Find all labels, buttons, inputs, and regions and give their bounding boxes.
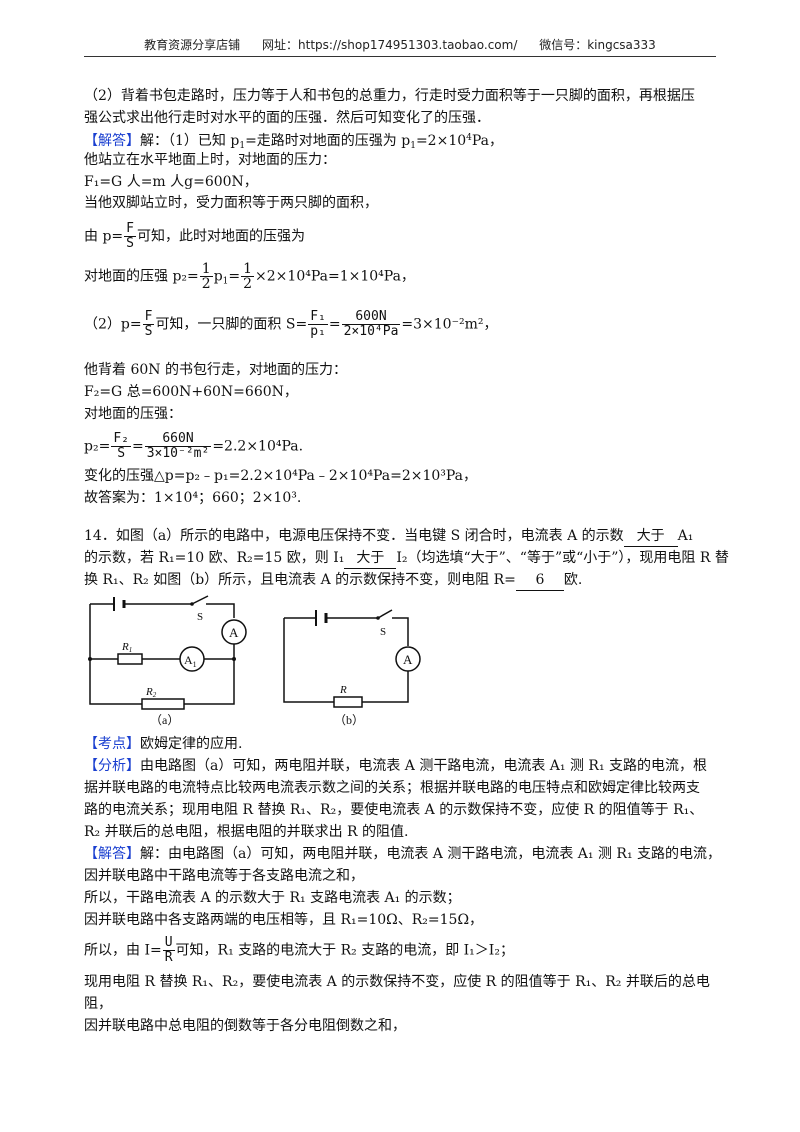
switch-pivot-a xyxy=(190,602,194,606)
q13-answer-line9: F₂=G 总=600N+60N=660N， xyxy=(84,384,298,400)
label-S: S xyxy=(197,611,203,623)
q13-answer-line13: 故答案为：1×10⁴；660；2×10³. xyxy=(84,490,302,506)
resistor-R1 xyxy=(117,653,143,665)
label-fig-a: （a） xyxy=(150,713,179,727)
label-S-b: S xyxy=(380,626,386,638)
resistor-R xyxy=(333,696,363,708)
q13-answer-line4: 当他双脚站立时，受力面积等于两只脚的面积， xyxy=(84,195,378,211)
q13-answer-line1: 【解答】解：（1）已知 p1=走路时对地面的压强为 p1=2×104Pa， xyxy=(84,133,504,151)
q14-jieda-line3: 所以，干路电流表 A 的示数大于 R₁ 支路电流表 A₁ 的示数； xyxy=(84,890,461,906)
q14-jieda-line6: 现用电阻 R 替换 R₁、R₂，要使电流表 A 的示数保持不变，应使 R 的阻值… xyxy=(84,974,710,990)
outer-wire-a xyxy=(89,604,235,705)
q14-jieda-line4: 因并联电路中各支路两端的电压相等，且 R₁=10Ω、R₂=15Ω， xyxy=(84,912,484,928)
q13-answer-line8: 他背着 60N 的书包行走，对地面的压力： xyxy=(84,362,347,378)
circuit-diagram-b: S A R （b） xyxy=(283,609,421,727)
switch-pivot-b xyxy=(376,616,380,620)
switch-blade-a xyxy=(191,595,209,605)
q14-jieda-line7: 阻， xyxy=(84,996,112,1012)
fenxi-tag: 【分析】 xyxy=(84,758,140,774)
label-R1: R1 xyxy=(121,641,132,654)
q14-jieda-line1: 【解答】解：由电路图（a）可知，两电阻并联，电流表 A 测干路电流，电流表 A₁… xyxy=(84,846,722,862)
q13-answer-line2: 他站立在水平地面上时，对地面的压力： xyxy=(84,152,336,168)
jieda-tag: 【解答】 xyxy=(84,846,140,862)
header-url: 网址：https://shop174951303.taobao.com/ xyxy=(262,38,518,52)
label-A1: A1 xyxy=(184,653,197,669)
q13-analysis-line2: 强公式求出他行走时对水平的面的压强．然后可知变化了的压强． xyxy=(84,110,490,126)
q13-answer-line12: 变化的压强△p=p₂﹣p₁=2.2×10⁴Pa﹣2×10⁴Pa=2×10³Pa， xyxy=(84,468,478,484)
q14-stem-line1: 14．如图（a）所示的电路中，电源电压保持不变．当电键 S 闭合时，电流表 A … xyxy=(84,526,693,547)
q13-analysis-line1: （2）背着书包走路时，压力等于人和书包的总重力，行走时受力面积等于一只脚的面积，… xyxy=(84,88,695,104)
top-wire-a xyxy=(90,603,235,618)
answer-blank-3: 6 xyxy=(515,570,564,591)
label-A: A xyxy=(229,625,239,640)
label-A-b: A xyxy=(403,652,413,667)
label-R: R xyxy=(339,684,347,696)
label-R2: R2 xyxy=(145,686,157,699)
q14-fenxi-line2: 据并联电路的电流特点比较两电流表示数之间的关系；根据并联电路的电压特点和欧姆定律… xyxy=(84,780,700,796)
ammeter-A1-circle xyxy=(179,646,205,672)
q14-jieda-line8: 因并联电路中总电阻的倒数等于各分电阻倒数之和， xyxy=(84,1018,406,1034)
outer-wire-b xyxy=(283,618,409,703)
header-shop: 教育资源分享店铺 xyxy=(144,38,241,52)
q14-fenxi-line1: 【分析】由电路图（a）可知，两电阻并联，电流表 A 测干路电流，电流表 A₁ 测… xyxy=(84,758,708,774)
label-fig-b: （b） xyxy=(334,713,364,727)
circuit-diagram-a: S A A1 R1 R2 （a） xyxy=(88,595,247,727)
q14-fenxi-line3: 路的电流关系；现用电阻 R 替换 R₁、R₂，要使电流表 A 的示数保持不变，应… xyxy=(84,802,704,818)
q14-kaodian: 【考点】欧姆定律的应用. xyxy=(84,736,243,752)
junction-right xyxy=(232,657,236,661)
switch-blade-b xyxy=(377,609,393,619)
top-wire-b xyxy=(284,617,409,646)
answer-blank-1: 大于 xyxy=(623,526,678,547)
answer-blank-2: 大于 xyxy=(344,548,397,569)
header-divider xyxy=(84,56,716,57)
page-header: 教育资源分享店铺 网址：https://shop174951303.taobao… xyxy=(0,36,800,53)
junction-left xyxy=(88,657,92,661)
header-wechat: 微信号：kingcsa333 xyxy=(539,38,656,52)
kaodian-tag: 【考点】 xyxy=(84,736,140,752)
answer-tag: 【解答】 xyxy=(84,133,140,149)
q14-jieda-line2: 因并联电路中干路电流等于各支路电流之和， xyxy=(84,868,364,884)
q13-answer-line3: F₁=G 人=m 人g=600N， xyxy=(84,174,258,190)
resistor-R2 xyxy=(141,698,185,710)
q14-fenxi-line4: R₂ 并联后的总电阻，根据电阻的并联求出 R 的阻值. xyxy=(84,824,409,840)
q13-answer-line10: 对地面的压强： xyxy=(84,406,182,422)
